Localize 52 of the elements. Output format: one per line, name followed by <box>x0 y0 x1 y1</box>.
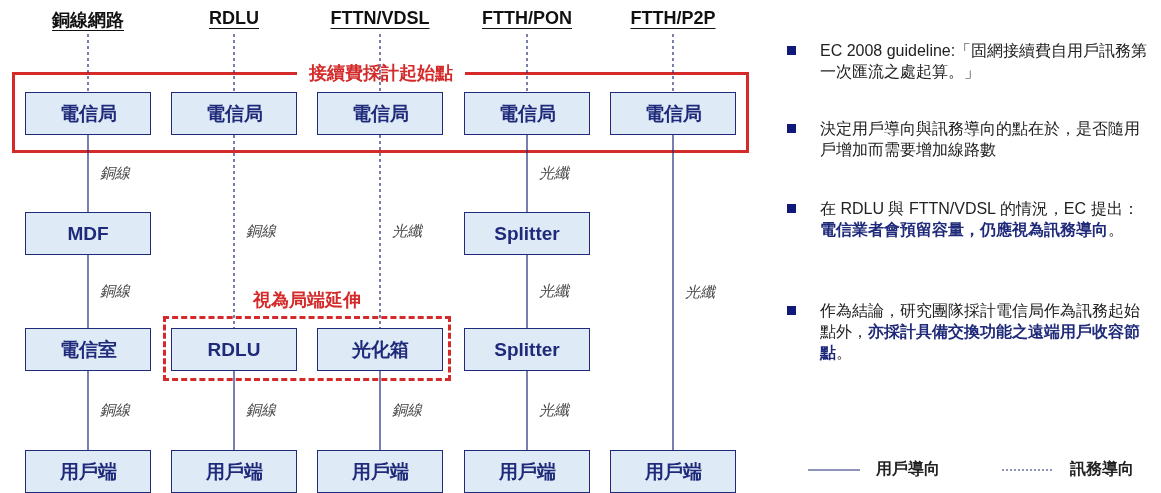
connector-line <box>233 370 235 451</box>
node-box: 電信局 <box>610 92 736 135</box>
connector-line <box>672 134 674 451</box>
node-box: 電信局 <box>171 92 297 135</box>
edge-label: 光纖 <box>537 400 571 420</box>
node-box: 光化箱 <box>317 328 443 371</box>
node-box: 用戶端 <box>610 450 736 493</box>
connector-line <box>526 33 528 93</box>
connector-line <box>233 33 235 93</box>
edge-label: 光纖 <box>537 163 571 183</box>
connector-line <box>526 254 528 329</box>
connector-line <box>526 134 528 213</box>
node-box: 用戶端 <box>464 450 590 493</box>
column-heading: 銅線網路 <box>52 8 124 34</box>
edge-label: 銅線 <box>98 400 132 420</box>
connector-line <box>87 33 89 93</box>
node-box: Splitter <box>464 212 590 255</box>
node-box: 電信局 <box>317 92 443 135</box>
legend-label: 訊務導向 <box>1070 459 1134 479</box>
connector-line <box>379 33 381 93</box>
connector-line <box>526 370 528 451</box>
edge-label: 銅線 <box>244 400 278 420</box>
edge-label: 光纖 <box>683 282 717 302</box>
edge-label: 銅線 <box>244 221 278 241</box>
connector-line <box>672 33 674 93</box>
bullet-text: EC 2008 guideline:「固網接續費自用戶訊務第一次匯流之處起算。」 <box>820 41 1149 82</box>
node-box: RDLU <box>171 328 297 371</box>
connector-line <box>379 370 381 451</box>
connector-line <box>87 134 89 213</box>
edge-label: 銅線 <box>390 400 424 420</box>
connector-line <box>87 254 89 329</box>
legend-label: 用戶導向 <box>876 459 940 479</box>
node-box: Splitter <box>464 328 590 371</box>
group-title: 接續費採計起始點 <box>296 61 465 85</box>
node-box: 用戶端 <box>317 450 443 493</box>
edge-label: 銅線 <box>98 163 132 183</box>
edge-label: 光纖 <box>537 281 571 301</box>
connector-line <box>379 134 381 329</box>
node-box: MDF <box>25 212 151 255</box>
dashed-group <box>163 288 451 381</box>
bullet-text: 在 RDLU 與 FTTN/VDSL 的情況，EC 提出：電信業者會預留容量，仍應視為訊務導向。 <box>820 199 1140 240</box>
node-box: 用戶端 <box>171 450 297 493</box>
bullet-text: 決定用戶導向與訊務導向的點在於，是否隨用戶增加而需要增加線路數 <box>820 119 1141 160</box>
node-box: 電信局 <box>464 92 590 135</box>
edge-label: 銅線 <box>98 281 132 301</box>
node-box: 用戶端 <box>25 450 151 493</box>
edge-label: 光纖 <box>390 221 424 241</box>
node-box: 電信室 <box>25 328 151 371</box>
node-box: 電信局 <box>25 92 151 135</box>
connector-line <box>233 134 235 329</box>
connector-line <box>87 370 89 451</box>
bullet-text: 作為結論，研究團隊採計電信局作為訊務起始點外，亦採計具備交換功能之遠端用戶收容節點。 <box>820 301 1141 363</box>
